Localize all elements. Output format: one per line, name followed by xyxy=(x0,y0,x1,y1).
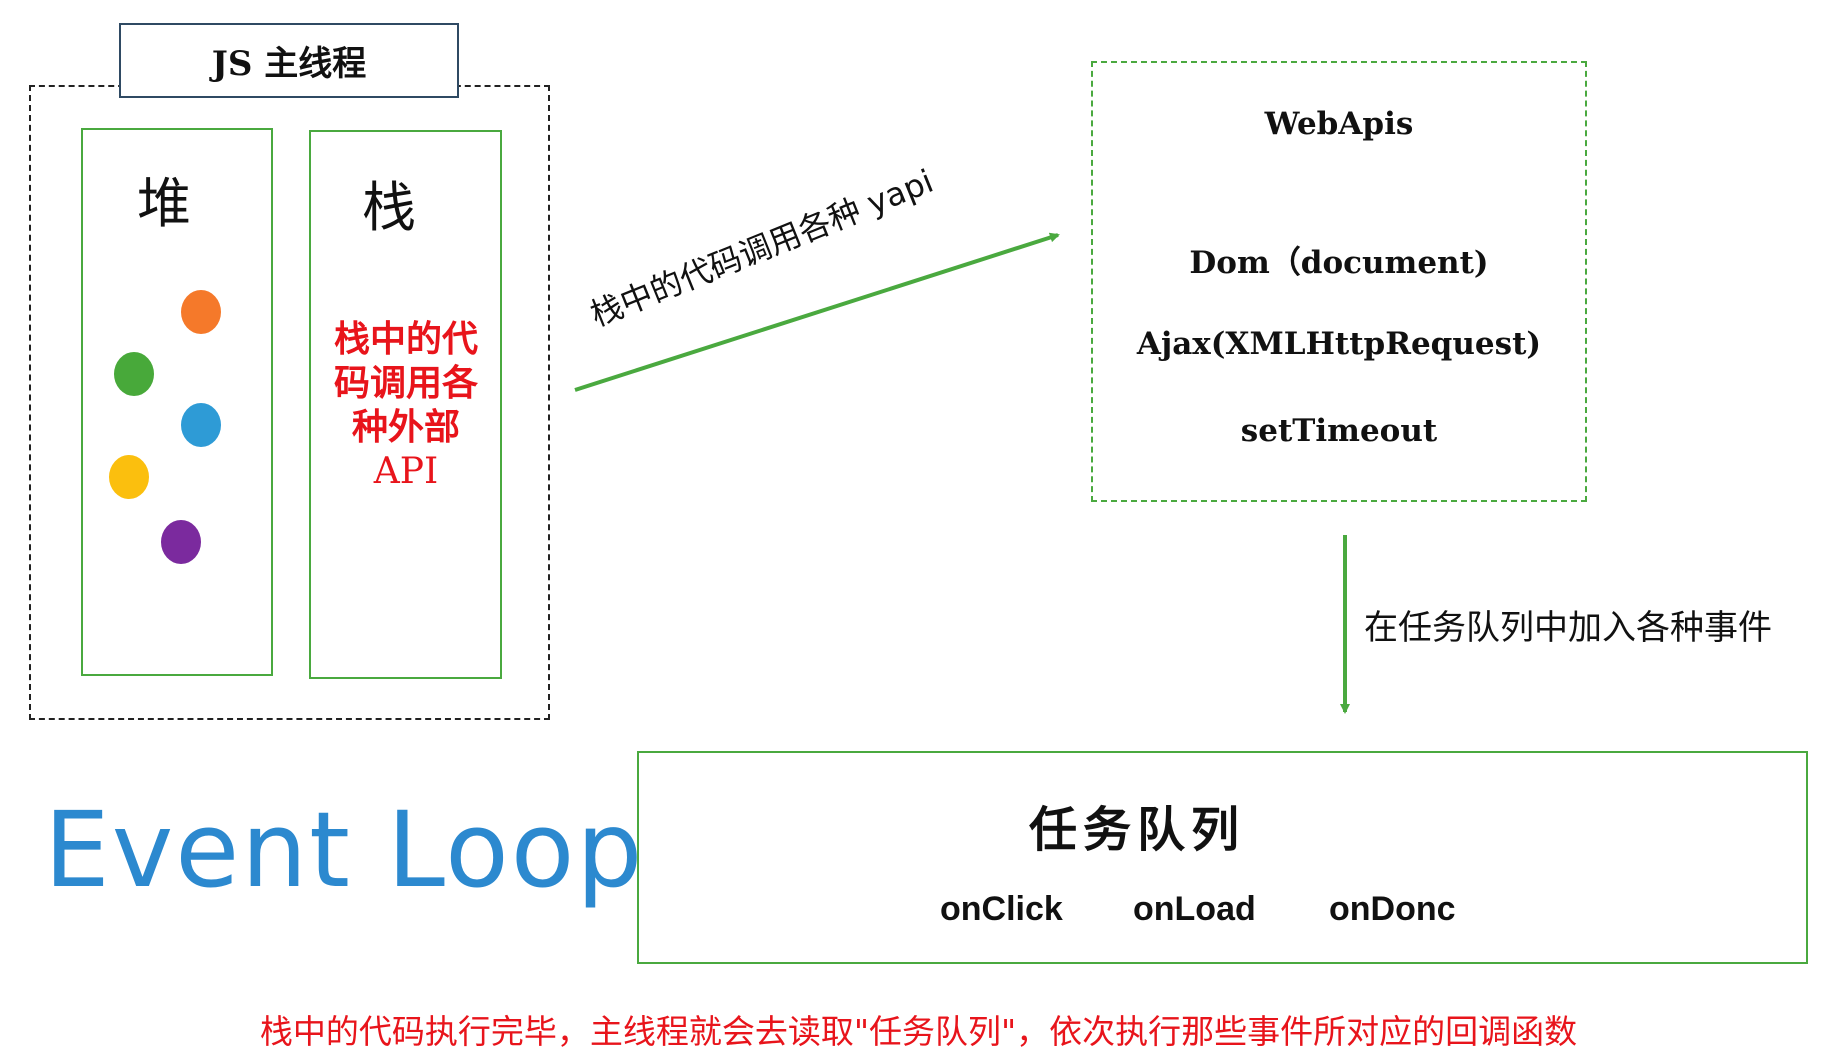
arrow-webapis-to-queue-label: 在任务队列中加入各种事件 xyxy=(1364,608,1772,648)
webapi-item-ajax: Ajax(XMLHttpRequest) xyxy=(1136,326,1542,362)
event-onload: onLoad xyxy=(1133,890,1256,928)
footer-note: 栈中的代码执行完毕，主线程就会去读取"任务队列"，依次执行那些事件所对应的回调函… xyxy=(259,1012,1578,1051)
heap-dot-green xyxy=(114,352,154,396)
webapis-box xyxy=(1091,61,1587,502)
webapis-title: WebApis xyxy=(1264,106,1414,142)
stack-box xyxy=(309,130,502,679)
main-thread-title: JS 主线程 xyxy=(119,23,459,98)
heap-dot-yellow xyxy=(109,455,149,499)
webapi-item-dom: Dom（document) xyxy=(1189,245,1489,281)
stack-desc-line-3: 种外部 xyxy=(351,407,460,448)
webapi-item-settimeout: setTimeout xyxy=(1240,413,1438,449)
stack-description: 栈中的代 码调用各 种外部 API xyxy=(320,318,492,494)
stack-label: 栈 xyxy=(362,176,416,239)
heap-dot-orange xyxy=(181,290,221,334)
task-queue-box xyxy=(637,751,1808,964)
heap-dot-purple xyxy=(161,520,201,564)
stack-desc-line-1: 栈中的代 xyxy=(333,319,478,360)
arrow-stack-to-webapis-label: 栈中的代码调用各种 yapi xyxy=(585,161,939,335)
stack-desc-line-2: 码调用各 xyxy=(333,363,478,404)
heap-box xyxy=(81,128,273,676)
task-queue-title: 任务队列 xyxy=(1028,802,1245,858)
event-onclick: onClick xyxy=(940,890,1063,928)
event-ondonc: onDonc xyxy=(1329,890,1456,928)
stack-desc-line-4: API xyxy=(373,451,439,492)
event-loop-title: Event Loop xyxy=(44,789,645,911)
main-thread-title-text: JS 主线程 xyxy=(211,44,367,84)
heap-label: 堆 xyxy=(137,172,191,235)
heap-dot-blue xyxy=(181,403,221,447)
